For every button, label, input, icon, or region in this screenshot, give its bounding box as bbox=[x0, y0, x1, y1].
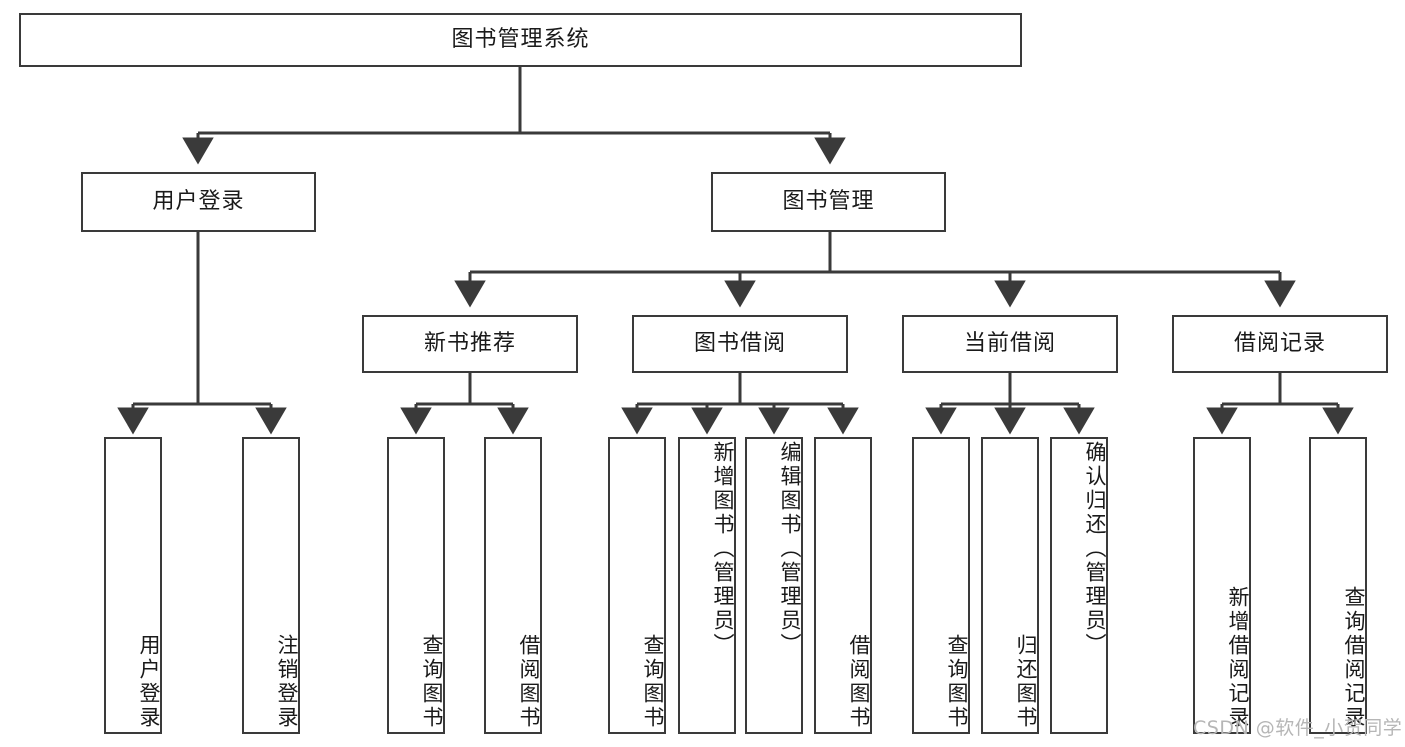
node-new-book-recommend-label: 新书推荐 bbox=[423, 330, 516, 356]
node-leaf-user-logout-label: 注销登录 bbox=[275, 634, 299, 730]
node-book-borrow[interactable]: 图书借阅 bbox=[632, 315, 848, 373]
node-leaf-add-record[interactable]: 新增借阅记录 bbox=[1193, 437, 1251, 734]
watermark-text: CSDN @软件_小贺同学 bbox=[1193, 717, 1403, 739]
node-leaf-add-book-label: 新增图书（管理员） bbox=[711, 441, 735, 657]
node-leaf-user-login-label: 用户登录 bbox=[137, 634, 161, 730]
node-leaf-add-record-label: 新增借阅记录 bbox=[1226, 586, 1250, 730]
node-borrow-record[interactable]: 借阅记录 bbox=[1172, 315, 1388, 373]
node-leaf-edit-book[interactable]: 编辑图书（管理员） bbox=[745, 437, 803, 734]
node-book-management-label: 图书管理 bbox=[782, 188, 875, 214]
node-leaf-query-book-2-label: 查询图书 bbox=[641, 634, 665, 730]
node-leaf-add-book[interactable]: 新增图书（管理员） bbox=[678, 437, 736, 734]
node-leaf-user-logout[interactable]: 注销登录 bbox=[242, 437, 300, 734]
node-leaf-query-book-3-label: 查询图书 bbox=[945, 634, 969, 730]
node-user-login-label: 用户登录 bbox=[152, 188, 245, 214]
node-leaf-query-book-1[interactable]: 查询图书 bbox=[387, 437, 445, 734]
node-book-borrow-label: 图书借阅 bbox=[693, 330, 786, 356]
node-leaf-borrow-book-2[interactable]: 借阅图书 bbox=[814, 437, 872, 734]
node-leaf-user-login[interactable]: 用户登录 bbox=[104, 437, 162, 734]
node-current-borrow-label: 当前借阅 bbox=[963, 330, 1056, 356]
node-book-management[interactable]: 图书管理 bbox=[711, 172, 946, 232]
node-borrow-record-label: 借阅记录 bbox=[1233, 330, 1326, 356]
node-leaf-edit-book-label: 编辑图书（管理员） bbox=[778, 441, 802, 657]
node-current-borrow[interactable]: 当前借阅 bbox=[902, 315, 1118, 373]
node-new-book-recommend[interactable]: 新书推荐 bbox=[362, 315, 578, 373]
node-leaf-confirm-return-label: 确认归还（管理员） bbox=[1083, 441, 1107, 657]
node-leaf-query-record[interactable]: 查询借阅记录 bbox=[1309, 437, 1367, 734]
node-root[interactable]: 图书管理系统 bbox=[19, 13, 1022, 67]
node-leaf-query-record-label: 查询借阅记录 bbox=[1342, 586, 1366, 730]
node-leaf-borrow-book-1[interactable]: 借阅图书 bbox=[484, 437, 542, 734]
node-user-login[interactable]: 用户登录 bbox=[81, 172, 316, 232]
node-leaf-query-book-3[interactable]: 查询图书 bbox=[912, 437, 970, 734]
node-leaf-borrow-book-1-label: 借阅图书 bbox=[517, 634, 541, 730]
node-leaf-confirm-return[interactable]: 确认归还（管理员） bbox=[1050, 437, 1108, 734]
node-leaf-query-book-1-label: 查询图书 bbox=[420, 634, 444, 730]
node-leaf-return-book-label: 归还图书 bbox=[1014, 634, 1038, 730]
node-leaf-borrow-book-2-label: 借阅图书 bbox=[847, 634, 871, 730]
node-leaf-query-book-2[interactable]: 查询图书 bbox=[608, 437, 666, 734]
node-leaf-return-book[interactable]: 归还图书 bbox=[981, 437, 1039, 734]
node-root-label: 图书管理系统 bbox=[451, 26, 590, 52]
